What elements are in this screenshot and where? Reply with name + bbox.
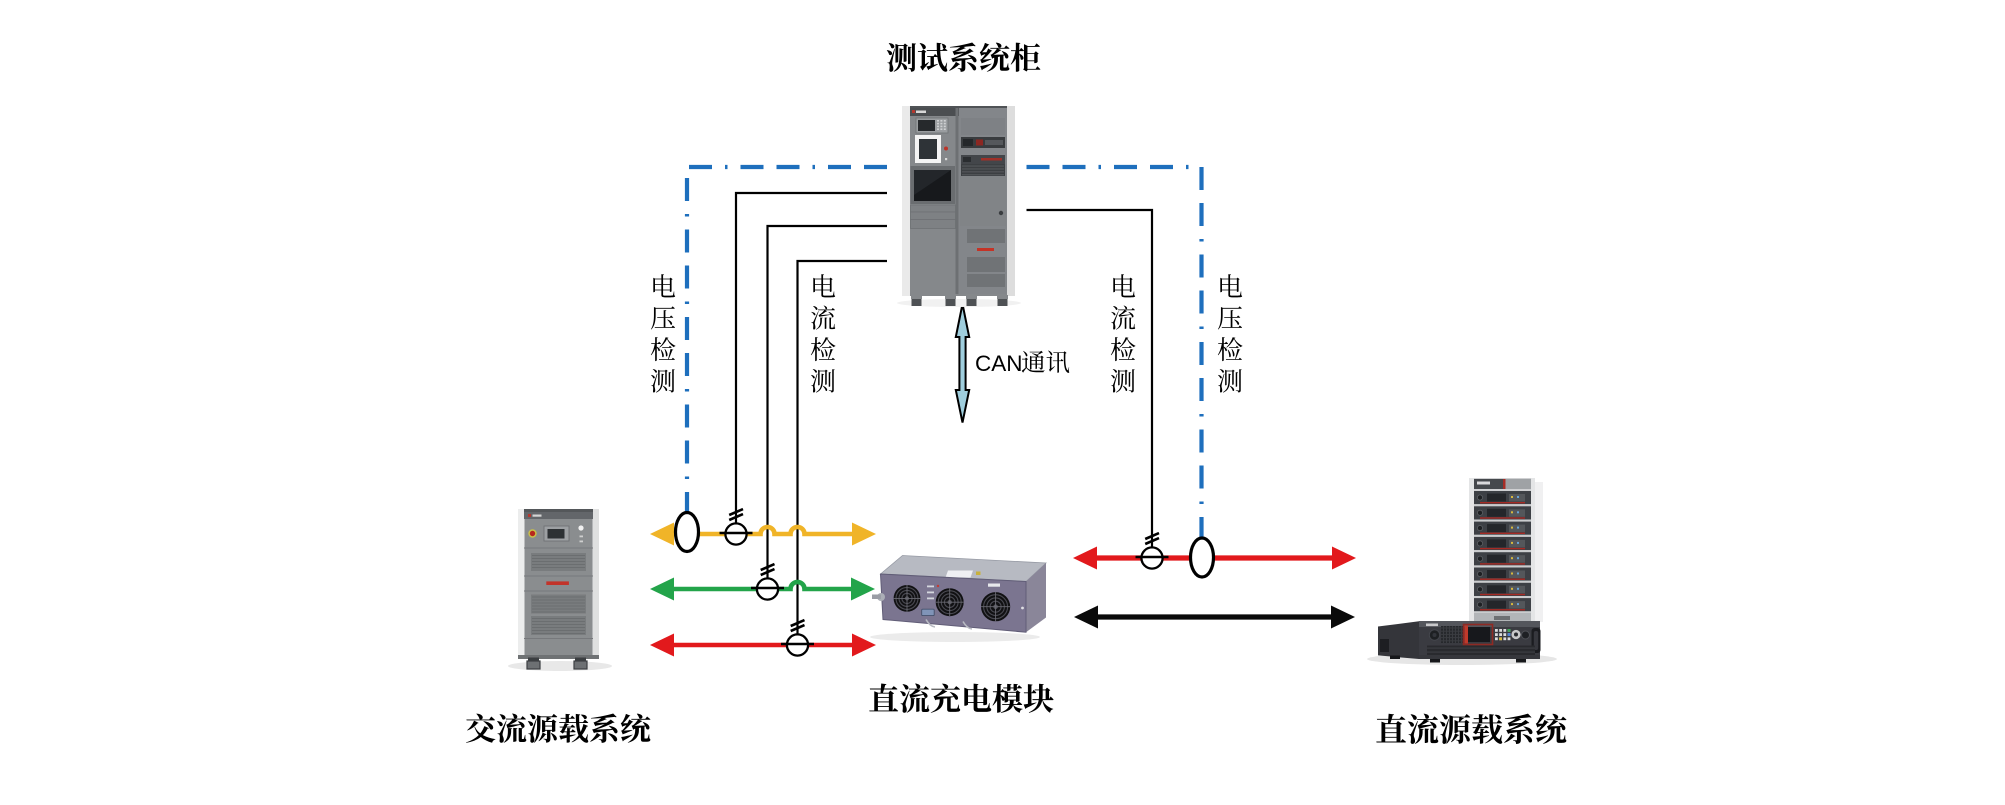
svg-text:CAN: CAN xyxy=(975,351,1023,376)
